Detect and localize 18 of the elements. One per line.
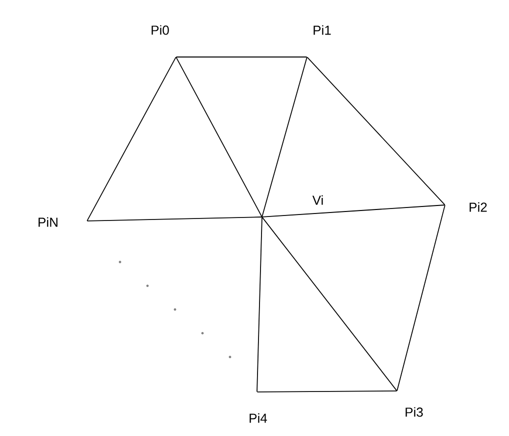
- line: [262, 216, 398, 392]
- line: [86, 56, 176, 222]
- line: [176, 56, 262, 218]
- line: [306, 56, 446, 206]
- vertex-label: PiN: [38, 217, 58, 227]
- vertex-label: Pi2: [470, 202, 487, 212]
- line: [256, 390, 398, 392]
- line: [262, 56, 308, 218]
- vertex-label: Pi0: [152, 25, 169, 35]
- vertex-label: Pi1: [314, 25, 331, 35]
- line: [86, 216, 262, 222]
- vertex-label: Pi3: [406, 407, 423, 417]
- line: [176, 56, 308, 58]
- line: [262, 204, 446, 218]
- line: [256, 216, 262, 392]
- vertex-label: Pi4: [250, 413, 268, 423]
- line: [396, 204, 446, 392]
- vertex-label: Vi: [312, 195, 323, 205]
